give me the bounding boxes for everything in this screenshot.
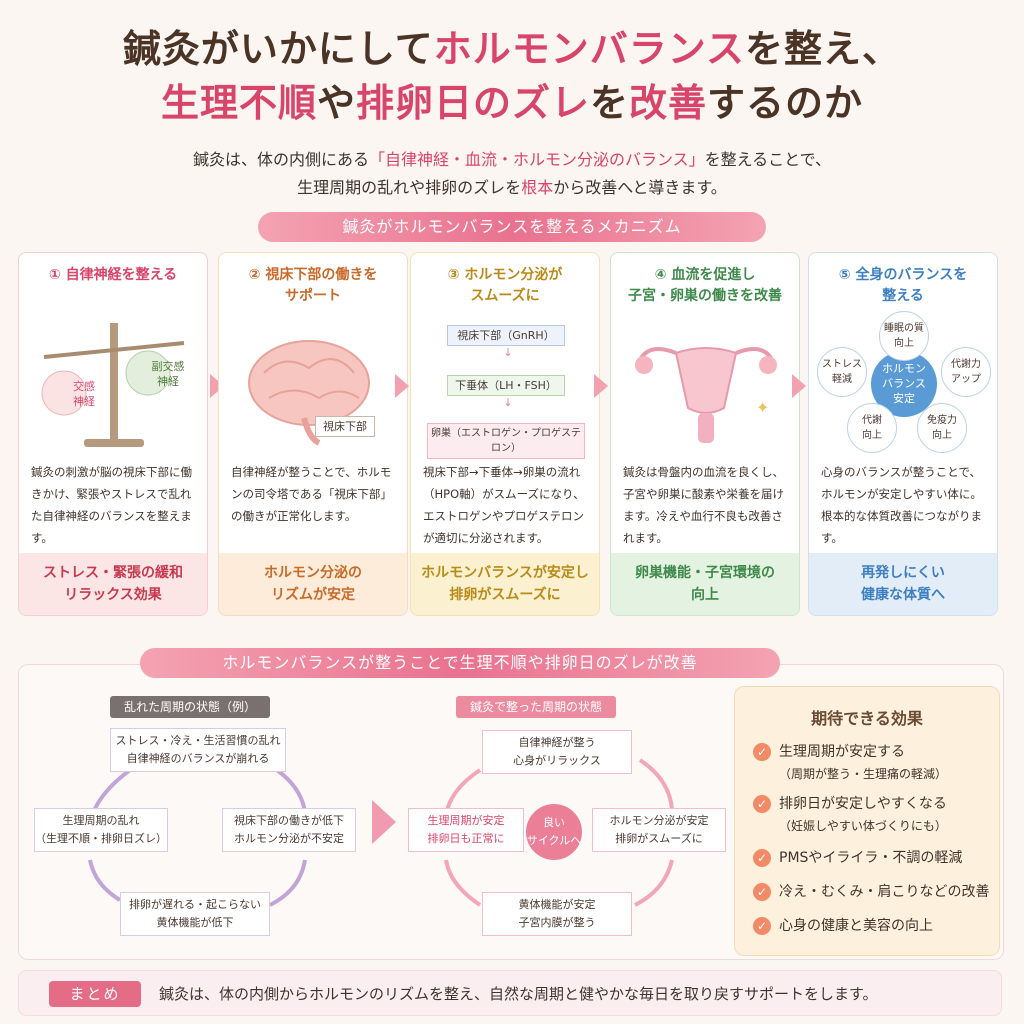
good-cycle-left: 生理周期が安定 排卵日も正常に — [408, 808, 524, 852]
parasympathetic-label: 副交感 神経 — [151, 360, 185, 388]
step-card-1: ① 自律神経を整える 交感 神経 副交感 神経 鍼灸の刺激が脳の視床下部に働きか… — [18, 252, 208, 616]
balance-sleep: 睡眠の質 向上 — [879, 311, 929, 361]
good-cycle-tag: 鍼灸で整った周期の状態 — [456, 696, 617, 718]
effect-item-3: ✓PMSやイライラ・不調の軽減 — [753, 847, 991, 869]
hpo-pituitary: 下垂体（LH・FSH） — [447, 375, 565, 396]
bad-cycle-left: 生理周期の乱れ （生理不順・排卵日ズレ） — [34, 808, 168, 852]
step-3-heading: ③ ホルモン分泌が スムーズに — [447, 267, 563, 304]
hypothalamus-label: 視床下部 — [315, 416, 375, 437]
balance-immunity: 免疫力 向上 — [917, 403, 967, 453]
lead-line-2: 生理周期の乱れや排卵のズレを根本から改善へと導きます。 — [297, 178, 727, 197]
lead-line-1: 鍼灸は、体の内側にある「自律神経・血流・ホルモン分泌のバランス」を整えることで、 — [192, 150, 832, 169]
effect-item-2: ✓排卵日が安定しやすくなる（妊娠しやすい体づくりにも） — [753, 793, 991, 837]
good-cycle-center: 良い サイクルへ — [526, 804, 582, 860]
check-icon: ✓ — [753, 917, 771, 935]
step-4-description: 鍼灸は骨盤内の血流を良くし、子宮や卵巣に酸素や栄養を届けます。冷えや血行不良も改… — [623, 465, 784, 545]
transition-arrow — [372, 800, 396, 844]
sympathetic-label: 交感 神経 — [73, 380, 95, 408]
step-3-description: 視床下部→下垂体→卵巣の流れ（HPO軸）がスムーズになり、エストロゲンやプロゲス… — [423, 465, 585, 545]
step-5-heading: ⑤ 全身のバランスを 整える — [838, 267, 968, 304]
svg-text:✦: ✦ — [756, 398, 769, 417]
effects-heading: 期待できる効果 — [811, 709, 923, 728]
step-1-description: 鍼灸の刺激が脳の視床下部に働きかけ、緊張やストレスで乱れた自律神経のバランスを整… — [31, 465, 192, 545]
bad-cycle-top: ストレス・冷え・生活習慣の乱れ 自律神経のバランスが崩れる — [110, 728, 286, 772]
main-title-line-2: 生理不順や排卵日のズレを改善するのか — [160, 80, 864, 125]
step-5-description: 心身のバランスが整うことで、ホルモンが安定しやすい体に。根本的な体質改善につなが… — [821, 465, 982, 545]
bad-cycle-tag: 乱れた周期の状態（例） — [110, 696, 271, 718]
step-1-heading: ① 自律神経を整える — [48, 267, 178, 283]
effect-item-4: ✓冷え・むくみ・肩こりなどの改善 — [753, 881, 991, 903]
balance-center: ホルモン バランス 安定 — [871, 351, 937, 417]
effect-item-5: ✓心身の健康と美容の向上 — [753, 915, 991, 937]
step-card-4: ④ 血流を促進し 子宮・卵巣の働きを改善 ✦ 鍼灸は骨盤内の血流を良くし、子宮や… — [610, 252, 800, 616]
step-arrow-2 — [395, 374, 409, 398]
balance-scale-icon — [41, 323, 185, 447]
step-4-result: 卵巣機能・子宮環境の 向上 — [611, 553, 799, 615]
main-title-line-1: 鍼灸がいかにしてホルモンバランスを整え、 — [122, 26, 902, 71]
good-cycle-right: ホルモン分泌が安定 排卵がスムーズに — [592, 808, 726, 852]
summary-bar: まとめ 鍼灸は、体の内側からホルモンのリズムを整え、自然な周期と健やかな毎日を取… — [18, 970, 1002, 1016]
step-2-description: 自律神経が整うことで、ホルモンの司令塔である「視床下部」の働きが正常化します。 — [231, 465, 392, 523]
bad-cycle-right: 視床下部の働きが低下 ホルモン分泌が不安定 — [222, 808, 356, 852]
step-1-result: ストレス・緊張の緩和 リラックス効果 — [19, 553, 207, 615]
check-icon: ✓ — [753, 883, 771, 901]
summary-tag: まとめ — [49, 981, 141, 1007]
balance-metabolism: 代謝 向上 — [847, 403, 897, 453]
step-5-result: 再発しにくい 健康な体質へ — [809, 553, 997, 615]
good-cycle-bottom: 黄体機能が安定 子宮内膜が整う — [482, 892, 632, 936]
step-card-2: ② 視床下部の働きを サポート 視床下部 自律神経が整うことで、ホルモンの司令塔… — [218, 252, 408, 616]
hpo-ovary: 卵巣（エストロゲン・プロゲステロン） — [427, 423, 585, 459]
uterus-icon: ✦ — [635, 347, 777, 443]
step-2-heading: ② 視床下部の働きを サポート — [248, 267, 378, 304]
check-icon: ✓ — [753, 849, 771, 867]
balance-stress: ストレス 軽減 — [817, 347, 867, 397]
mechanism-banner: 鍼灸がホルモンバランスを整えるメカニズム — [258, 212, 766, 242]
step-arrow-3 — [594, 374, 608, 398]
hpo-arrow-1-icon: ↓ — [503, 346, 513, 359]
check-icon: ✓ — [753, 795, 771, 813]
good-cycle-arrows-icon — [444, 758, 674, 907]
good-cycle-top: 自律神経が整う 心身がリラックス — [482, 730, 632, 774]
effect-item-1: ✓生理周期が安定する（周期が整う・生理痛の軽減） — [753, 741, 991, 785]
expected-effects-panel: 期待できる効果 ✓生理周期が安定する（周期が整う・生理痛の軽減） ✓排卵日が安定… — [734, 686, 1000, 956]
summary-text: 鍼灸は、体の内側からホルモンのリズムを整え、自然な周期と健やかな毎日を取り戻すサ… — [159, 985, 878, 1003]
step-card-5: ⑤ 全身のバランスを 整える ホルモン バランス 安定 睡眠の質 向上 代謝力 … — [808, 252, 998, 616]
check-icon: ✓ — [753, 743, 771, 761]
step-2-result: ホルモン分泌の リズムが安定 — [219, 553, 407, 615]
hpo-hypothalamus: 視床下部（GnRH） — [447, 325, 565, 346]
result-banner: ホルモンバランスが整うことで生理不順や排卵日のズレが改善 — [140, 648, 780, 678]
step-card-3: ③ ホルモン分泌が スムーズに 視床下部（GnRH） ↓ 下垂体（LH・FSH）… — [410, 252, 600, 616]
bad-cycle-bottom: 排卵が遅れる・起こらない 黄体機能が低下 — [120, 892, 270, 936]
brain-icon — [248, 340, 370, 446]
step-4-heading: ④ 血流を促進し 子宮・卵巣の働きを改善 — [628, 267, 782, 304]
step-arrow-4 — [792, 374, 806, 398]
step-3-result: ホルモンバランスが安定し 排卵がスムーズに — [411, 553, 599, 615]
hpo-arrow-2-icon: ↓ — [503, 396, 513, 409]
balance-metabolism-up: 代謝力 アップ — [941, 347, 991, 397]
